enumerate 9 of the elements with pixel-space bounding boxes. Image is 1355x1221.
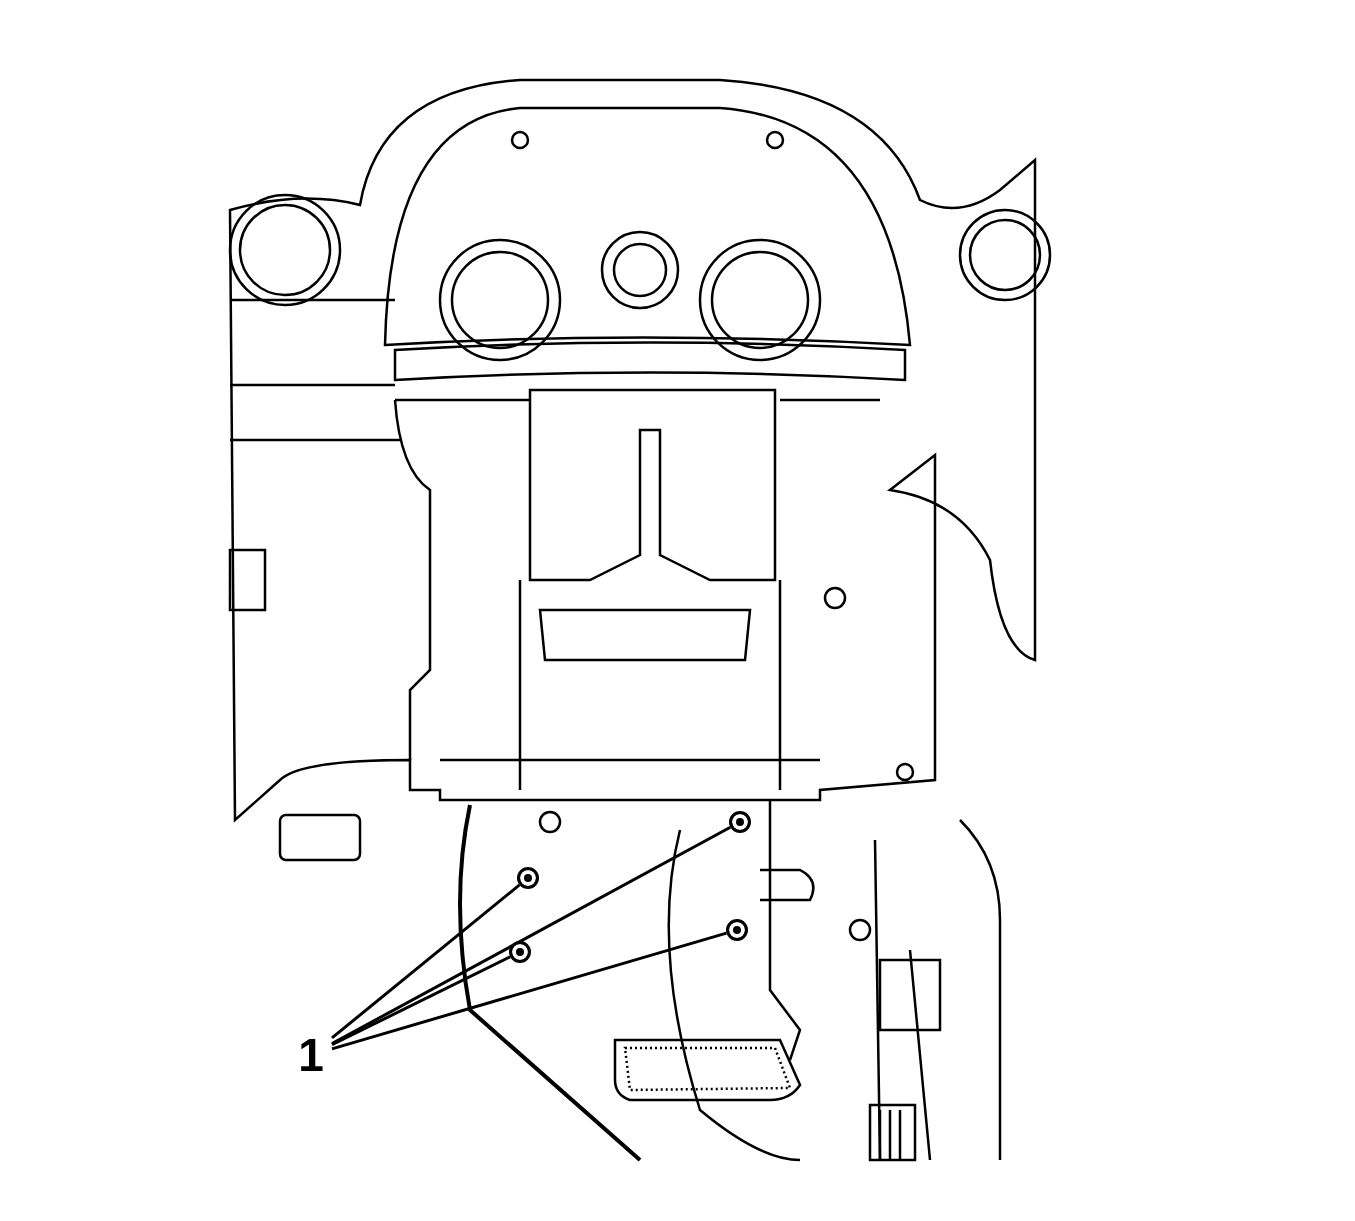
leader-line [331,883,521,1040]
bolt [729,811,751,833]
leader-line [331,931,727,1051]
bolt [726,919,748,941]
leader-line [331,955,511,1046]
leader-line [331,825,732,1045]
bolt [509,941,531,963]
callout-number: 1 [290,1030,332,1080]
bolt [517,867,539,889]
